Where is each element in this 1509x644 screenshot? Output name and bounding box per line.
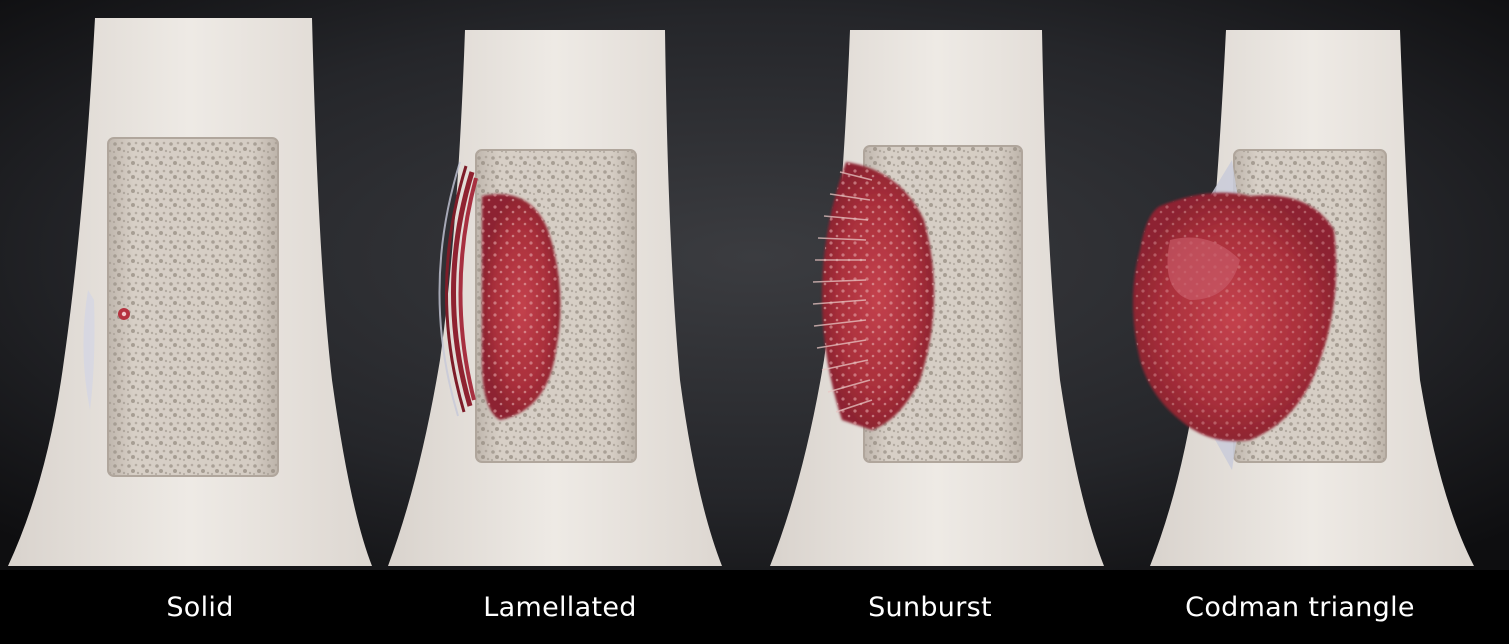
caption-codman-triangle: Codman triangle: [1140, 588, 1460, 628]
caption-lamellated: Lamellated: [420, 588, 700, 628]
caption-solid: Solid: [60, 588, 340, 628]
caption-sunburst: Sunburst: [790, 588, 1070, 628]
